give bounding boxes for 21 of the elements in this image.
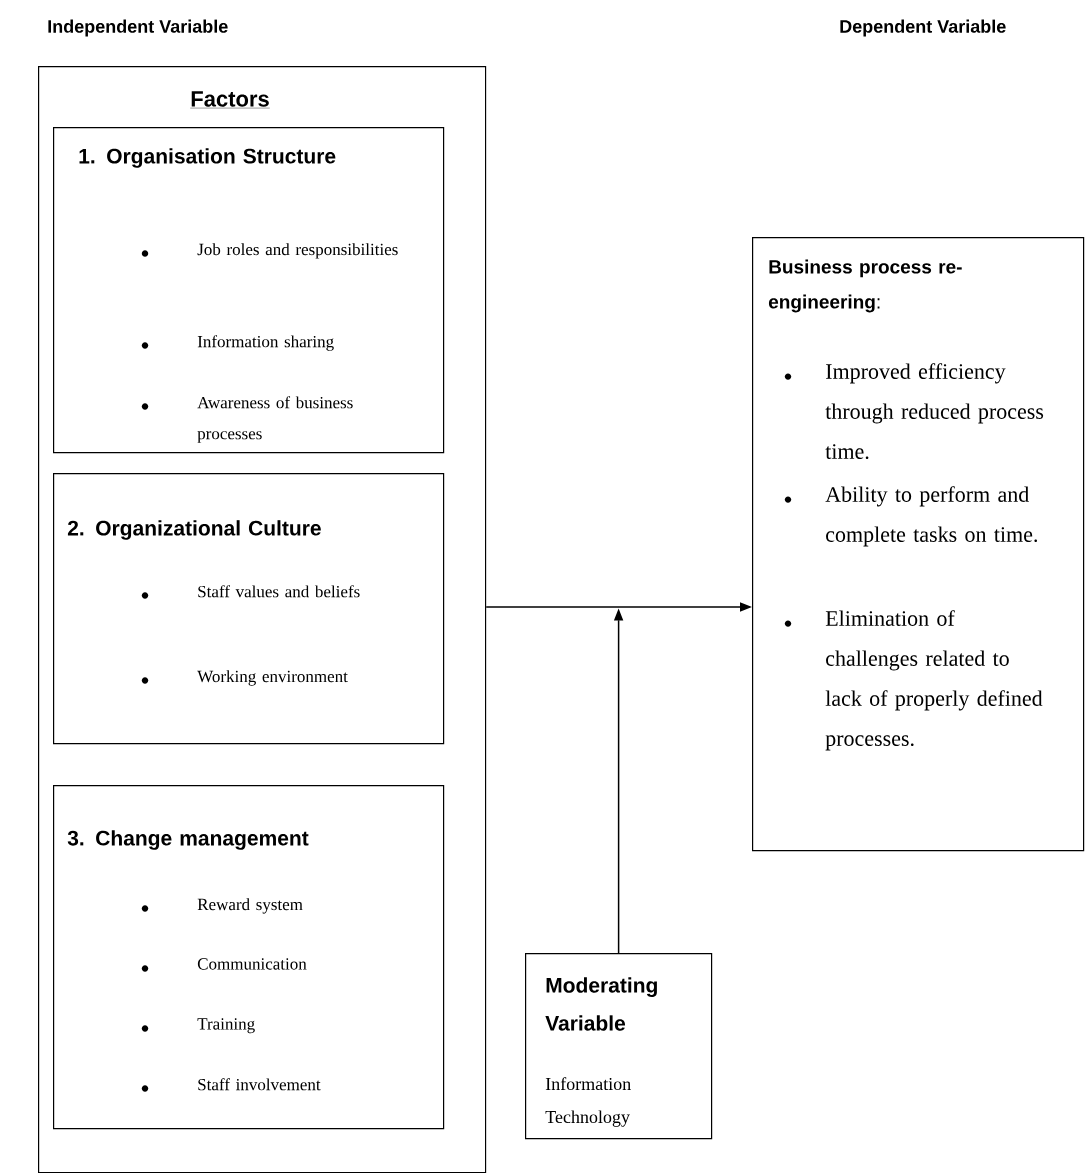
- bullet-item: Elimination of challenges related to lack of properly defined processes.: [784, 610, 1043, 751]
- bullet-item: Working environment: [141, 670, 348, 686]
- bullet-item: Communication: [141, 958, 307, 972]
- bullet-item: Staff values and beliefs: [141, 585, 360, 599]
- bullet-item: Reward system: [141, 898, 303, 914]
- column-heading: Independent Variable: [48, 19, 228, 37]
- bullet-item: Staff involvement: [141, 1078, 321, 1092]
- heading: Business process re-engineering:: [768, 259, 962, 313]
- heading: 1. Organisation Structure: [79, 148, 336, 168]
- bullet-item: Ability to perform and complete tasks on time.: [784, 486, 1037, 547]
- column-heading: Dependent Variable: [840, 19, 1006, 37]
- bullet-item: Awareness of business processes: [141, 396, 353, 443]
- bullet-item: Improved efficiency through reduced process time.: [784, 363, 1044, 459]
- heading: Factors: [190, 91, 270, 109]
- heading: Moderating Variable: [545, 977, 657, 1031]
- bullet-item: Training: [141, 1018, 255, 1034]
- bullet-item: Job roles and responsibilities: [141, 243, 398, 259]
- heading: 2. Organizational Culture: [67, 520, 321, 540]
- heading: 3. Change management: [67, 830, 309, 850]
- body-text: Information Technology: [545, 1077, 631, 1127]
- bullet-item: Information sharing: [141, 335, 334, 351]
